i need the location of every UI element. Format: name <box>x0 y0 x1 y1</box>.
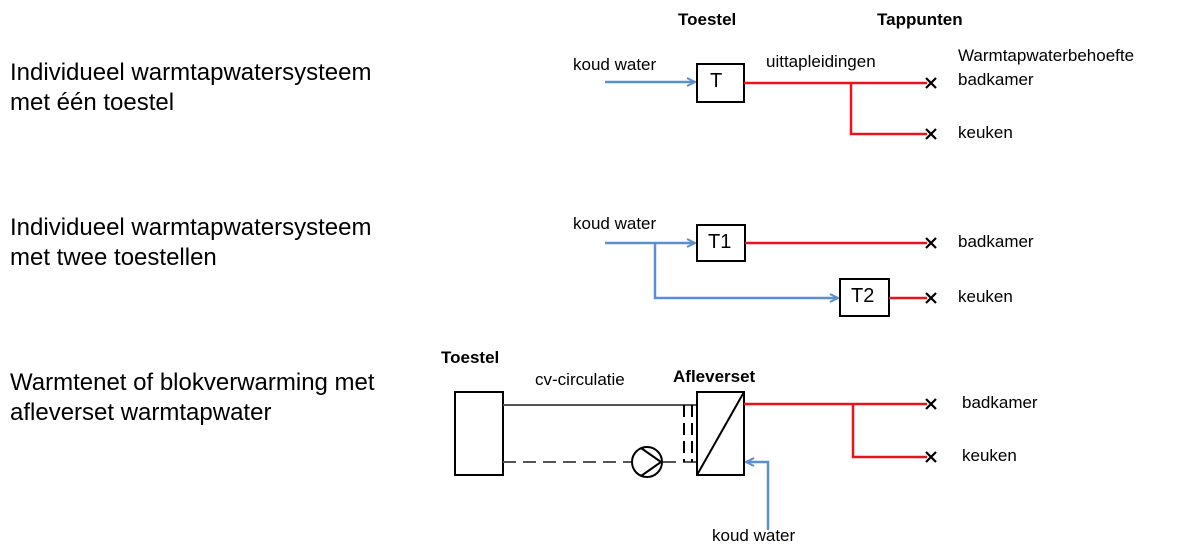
row3-cold-pipe <box>746 462 770 530</box>
row3-device-box <box>454 391 504 476</box>
row1-tap1-cross-icon <box>925 77 937 89</box>
row3-cold-label: koud water <box>712 526 796 545</box>
row2-device1-label: T1 <box>708 231 732 253</box>
row3-title-line1: Warmtenet of blokverwarming met <box>10 369 375 396</box>
row1-hot-branch <box>849 83 927 136</box>
row1-tap1-label: badkamer <box>958 70 1034 89</box>
row1-pipe-label: uittapleidingen <box>766 52 876 71</box>
row3-title: Warmtenet of blokverwarming met aflevers… <box>10 368 375 428</box>
row2-tap2-cross-icon <box>925 292 937 304</box>
row2-title-line2: met twee toestellen <box>10 244 217 271</box>
row1-device-box <box>696 63 745 103</box>
row2-title: Individueel warmtapwatersysteem met twee… <box>10 213 372 273</box>
row1-device-label: T <box>710 70 723 92</box>
pump-icon <box>631 446 663 478</box>
row3-title-line2: afleverset warmtapwater <box>10 399 272 426</box>
header-toestel-label: Toestel <box>678 10 737 29</box>
row1-cold-label: koud water <box>573 55 657 74</box>
row3-diagram <box>454 391 937 530</box>
row1-title: Individueel warmtapwatersysteem met één … <box>10 58 372 118</box>
row3-tap2-cross-icon <box>925 451 937 463</box>
row1-diagram <box>605 63 937 140</box>
row2-device2-label: T2 <box>851 285 875 307</box>
row1-demand-label: Warmtapwaterbehoefte <box>958 46 1135 65</box>
row3-tap1-label: badkamer <box>962 393 1038 412</box>
heat-exchanger-icon <box>696 391 745 476</box>
row2-tap1-label: badkamer <box>958 232 1034 251</box>
row1-tap2-label: keuken <box>958 123 1013 142</box>
row2-tap2-label: keuken <box>958 287 1013 306</box>
header-tappunten-label: Tappunten <box>877 10 963 29</box>
row2-cold-branch <box>653 243 838 298</box>
row3-afleverset-label: Afleverset <box>673 367 756 386</box>
row3-device-label: Toestel <box>441 348 500 367</box>
row2-cold-label: koud water <box>573 214 657 233</box>
row3-circ-label: cv-circulatie <box>535 370 625 389</box>
row2-diagram <box>605 224 937 317</box>
row1-tap2-cross-icon <box>925 128 937 140</box>
row2-tap1-cross-icon <box>925 237 937 249</box>
row2-device2-box <box>839 278 890 317</box>
row1-title-line2: met één toestel <box>10 89 175 116</box>
row2-title-line1: Individueel warmtapwatersysteem <box>10 214 372 241</box>
row1-title-line1: Individueel warmtapwatersysteem <box>10 59 372 86</box>
row3-hot-branch <box>851 404 927 459</box>
row3-tap1-cross-icon <box>925 398 937 410</box>
row3-tap2-label: keuken <box>962 446 1017 465</box>
